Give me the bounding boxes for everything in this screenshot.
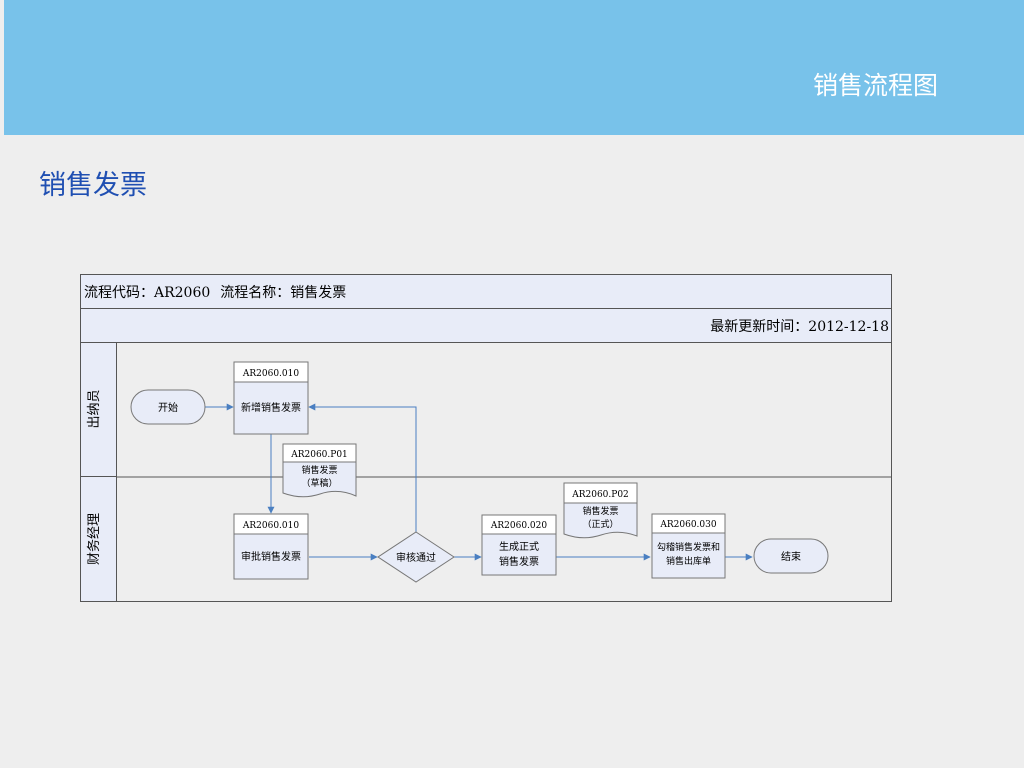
- draft-document-line2: （草稿）: [301, 477, 337, 489]
- match-invoice-node: AR2060.030 勾稽销售发票和 销售出库单: [651, 513, 726, 579]
- process-code: AR2060: [153, 285, 210, 301]
- update-label: 最新更新时间：: [710, 319, 808, 335]
- new-invoice-code: AR2060.010: [242, 369, 299, 379]
- approve-invoice-code: AR2060.010: [242, 521, 299, 531]
- match-invoice-code: AR2060.030: [659, 520, 716, 530]
- generate-invoice-line1: 生成正式: [499, 540, 539, 553]
- arrow-decision-back-to-new: [308, 403, 417, 532]
- approval-decision-node: 审核通过: [377, 531, 455, 583]
- new-invoice-node: AR2060.010 新增销售发票: [233, 361, 309, 435]
- decision-label: 审核通过: [396, 551, 436, 564]
- header-row-code: [80, 274, 892, 309]
- approve-invoice-label: 审批销售发票: [241, 550, 301, 563]
- draft-document-code: AR2060.P01: [290, 450, 348, 460]
- name-label: 流程名称：: [220, 285, 290, 301]
- header-banner: 销售流程图: [4, 0, 1024, 135]
- match-invoice-line1: 勾稽销售发票和: [657, 541, 720, 553]
- formal-document-code: AR2060.P02: [571, 490, 629, 500]
- end-label: 结束: [781, 550, 801, 563]
- start-label: 开始: [158, 401, 178, 414]
- lane-label-cell-manager: [80, 476, 117, 602]
- approve-invoice-node: AR2060.010 审批销售发票: [233, 513, 309, 580]
- generate-invoice-line2: 销售发票: [499, 555, 539, 568]
- formal-document-line2: （正式）: [582, 518, 618, 530]
- header-row-update: [80, 308, 892, 343]
- lane-name-manager: 财务经理: [86, 513, 102, 565]
- new-invoice-label: 新增销售发票: [241, 401, 301, 414]
- draft-document-line1: 销售发票: [301, 464, 337, 476]
- section-title: 销售发票: [39, 170, 147, 201]
- lane-label-cell-cashier: [80, 342, 117, 477]
- generate-invoice-node: AR2060.020 生成正式 销售发票: [481, 514, 557, 576]
- match-invoice-line2: 销售出库单: [666, 555, 711, 567]
- lane-name-cashier: 出纳员: [87, 389, 102, 428]
- formal-document-line1: 销售发票: [582, 505, 618, 517]
- generate-invoice-code: AR2060.020: [490, 521, 547, 531]
- slide-title: 销售流程图: [812, 71, 938, 100]
- code-label: 流程代码：: [84, 285, 154, 301]
- formal-document-node: AR2060.P02 销售发票 （正式）: [563, 482, 638, 539]
- process-name: 销售发票: [290, 285, 346, 301]
- update-date: 2012-12-18: [808, 319, 889, 335]
- start-node: 开始: [130, 389, 206, 425]
- svg-text:最新更新时间：2012-12-18: 最新更新时间：2012-12-18: [710, 319, 889, 335]
- end-node: 结束: [753, 538, 829, 574]
- draft-document-node: AR2060.P01 销售发票 （草稿）: [282, 443, 357, 498]
